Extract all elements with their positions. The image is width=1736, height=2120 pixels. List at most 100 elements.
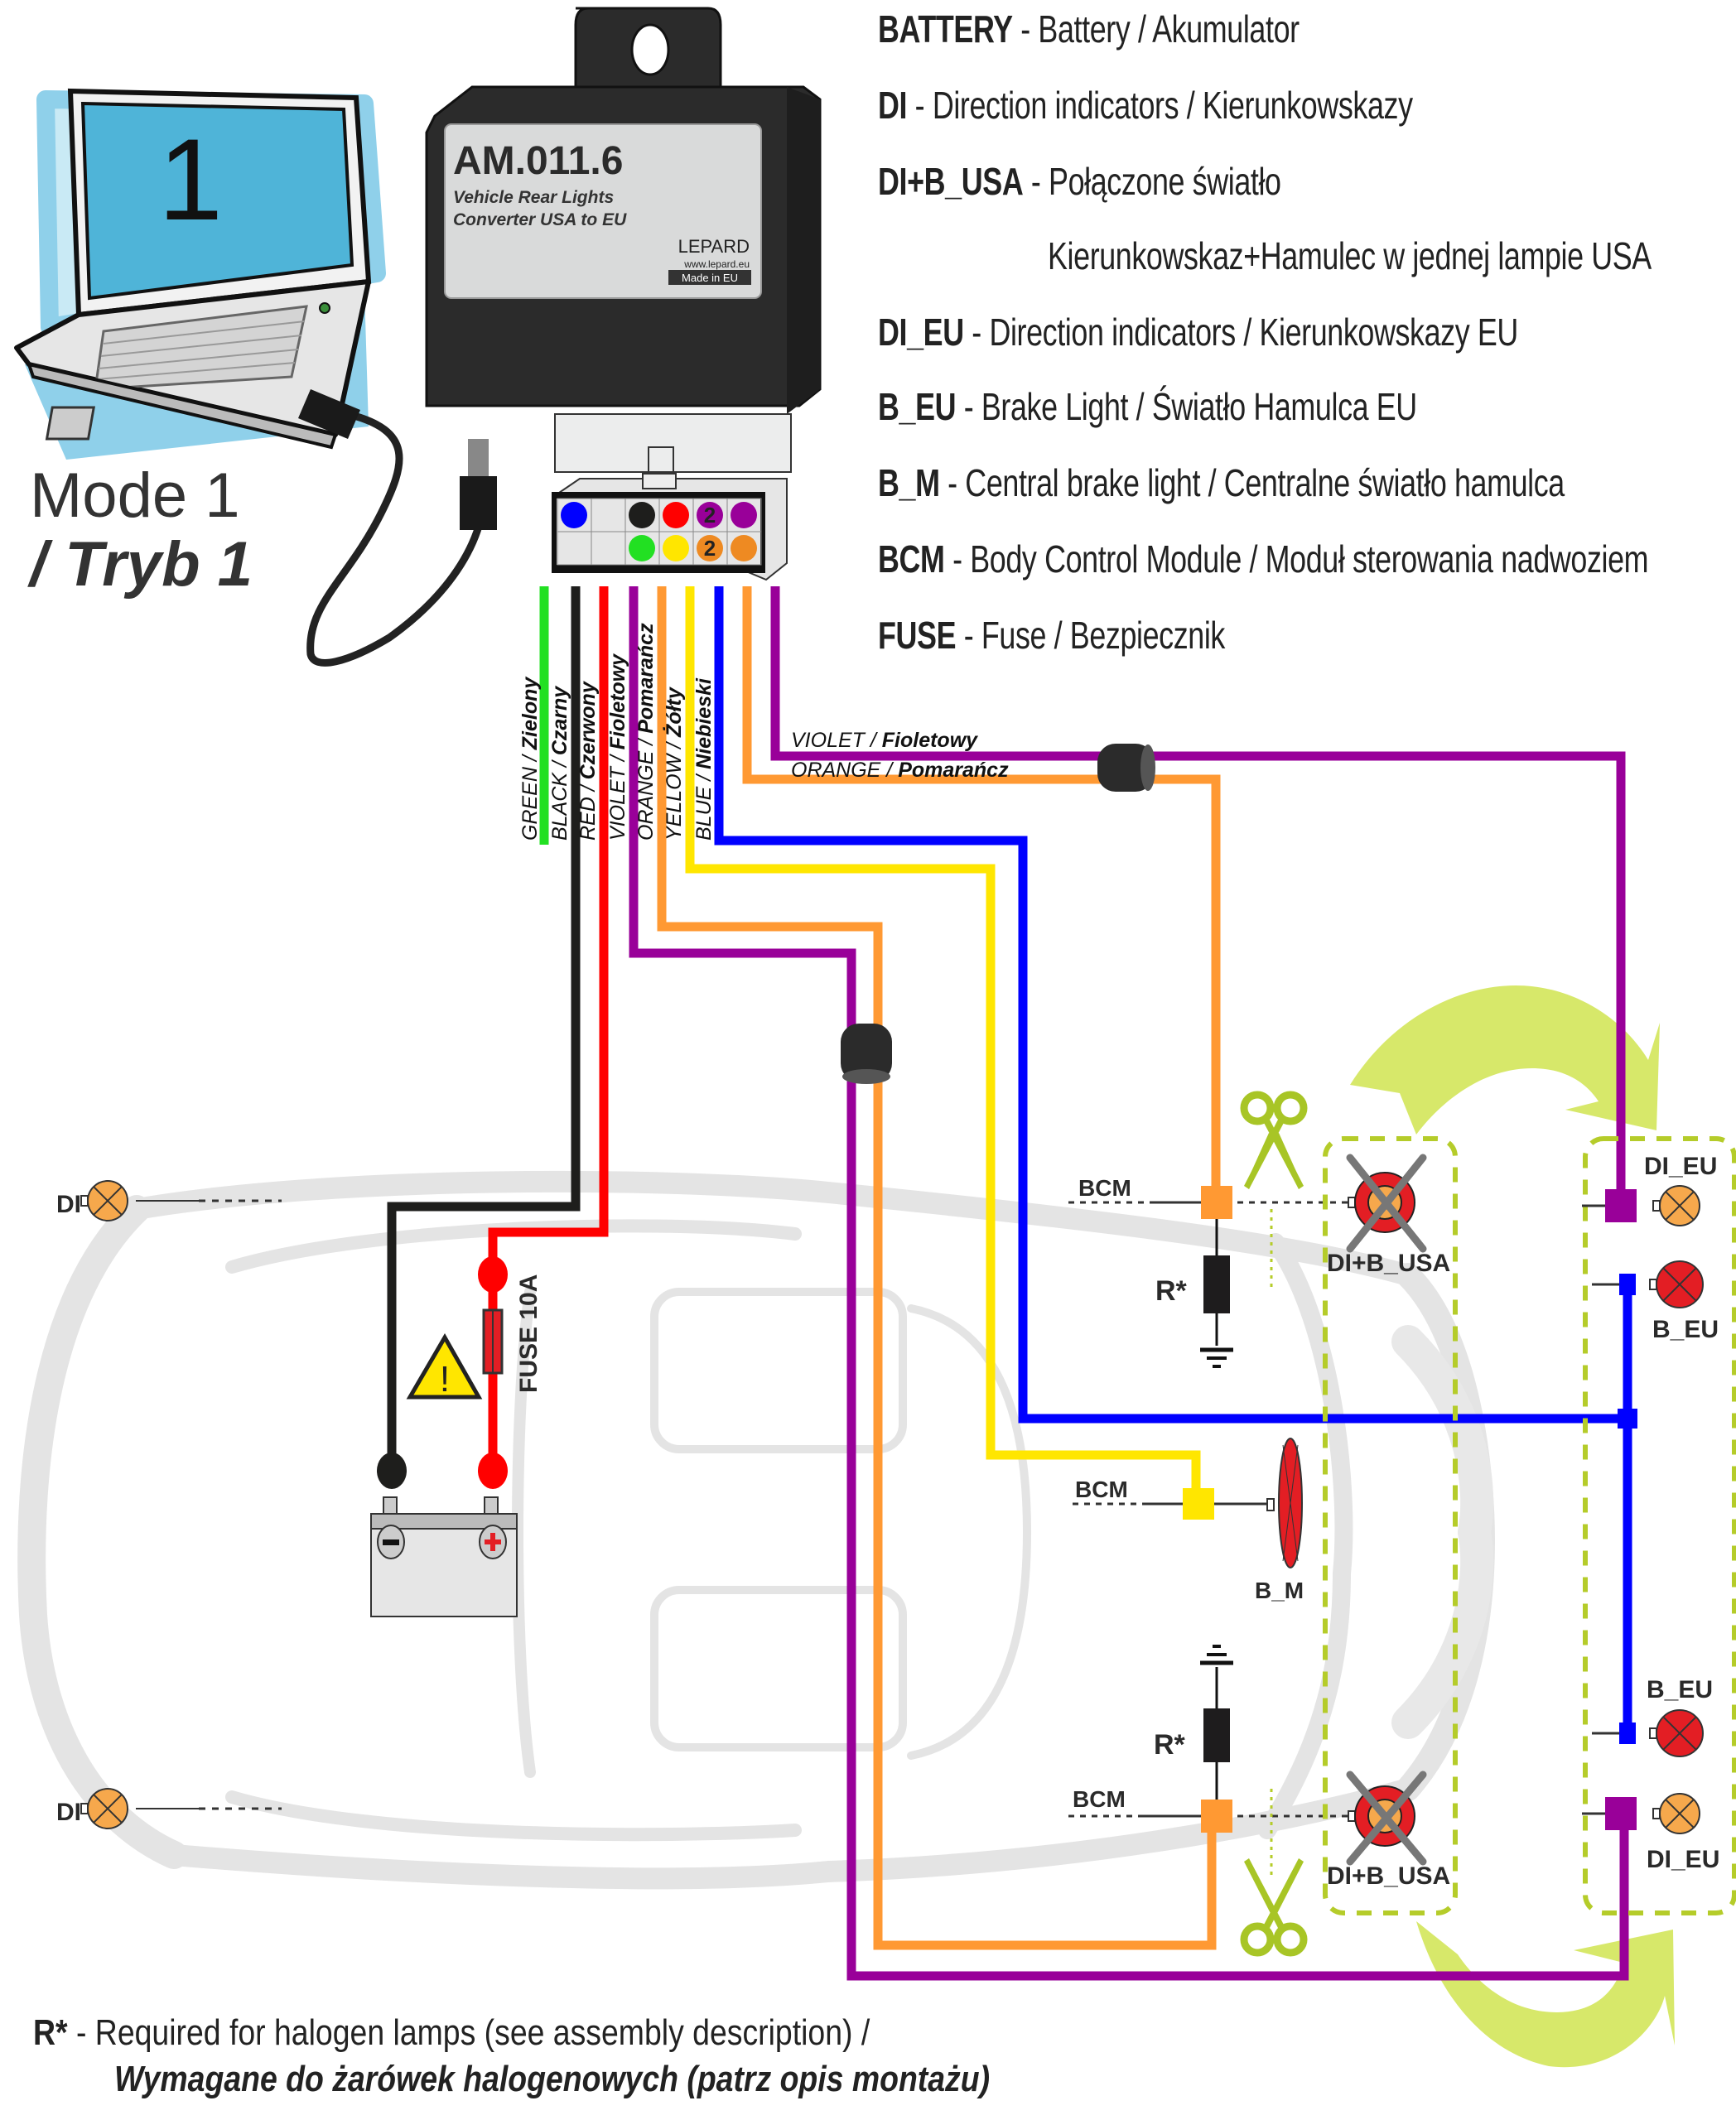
converter-module: AM.011.6 Vehicle Rear Lights Converter U… xyxy=(425,7,822,473)
wire-orange xyxy=(657,586,1217,1950)
violet-wire-label: VIOLET / Fioletowy xyxy=(791,729,978,752)
svg-text:BCM: BCM xyxy=(1075,1477,1128,1502)
connector-pin-violet xyxy=(731,502,757,528)
b-m-lamp xyxy=(1278,1438,1303,1568)
module-subtitle-1: Vehicle Rear Lights xyxy=(453,188,614,207)
swap-arrow-bottom xyxy=(1416,1921,1675,2068)
bcm-middle: BCM B_M xyxy=(1073,1438,1304,1603)
svg-text:DI: DI xyxy=(56,1799,81,1826)
di-lamp-front-top: DI xyxy=(56,1180,282,1221)
b-eu-lamp-lower: B_EU xyxy=(1592,1676,1713,1757)
di-lamp-front-bottom: DI xyxy=(56,1788,282,1829)
svg-text:DI_EU: DI_EU xyxy=(1647,1846,1719,1873)
legend-row: FUSE - Fuse / Bezpiecznik xyxy=(878,613,1225,658)
footnote-en: R* - Required for halogen lamps (see ass… xyxy=(33,2012,870,2053)
legend-key: BCM xyxy=(878,537,945,581)
legend-description: - Brake Light / Światło Hamulca EU xyxy=(956,385,1417,428)
legend-description: - Direction indicators / Kierunkowskazy xyxy=(907,84,1413,127)
svg-text:BCM: BCM xyxy=(1073,1786,1126,1812)
laptop-screen-number: 1 xyxy=(158,114,223,244)
wire-junctions xyxy=(1605,1189,1637,1830)
mode-label: Mode 1 / Tryb 1 xyxy=(30,460,253,600)
di-b-usa-lamp-lower: DI+B_USA xyxy=(1327,1771,1450,1890)
legend-row: BATTERY - Battery / Akumulator xyxy=(878,7,1300,51)
legend-key: DI_EU xyxy=(878,311,964,354)
legend-key: B_EU xyxy=(878,385,957,428)
wire-label: BLACK / Czarny xyxy=(548,686,571,841)
junction-blue-split xyxy=(1618,1409,1637,1429)
connector-pin-orange xyxy=(731,535,757,561)
legend-row: BCM - Body Control Module / Moduł sterow… xyxy=(878,537,1649,581)
connector-pin-blue xyxy=(561,502,587,528)
svg-text:BCM: BCM xyxy=(1078,1175,1131,1201)
module-model: AM.011.6 xyxy=(453,139,623,183)
wire-violet xyxy=(770,586,1626,1206)
connector-pins: 22 xyxy=(557,498,762,566)
wire-black xyxy=(387,586,581,1466)
wire-label: RED / Czerwony xyxy=(576,681,600,841)
junction-blue-lower xyxy=(1619,1722,1636,1744)
wire-label: YELLOW / Żółty xyxy=(663,687,686,841)
wire-connector: 22 xyxy=(552,473,788,581)
fuse-label: FUSE 10A xyxy=(515,1274,542,1393)
legend-row: B_EU - Brake Light / Światło Hamulca EU xyxy=(878,384,1417,429)
legend-key: B_M xyxy=(878,461,940,504)
svg-text:R*: R* xyxy=(1155,1275,1188,1307)
wire-label: ORANGE / Pomarańcz xyxy=(634,623,658,841)
legend-row: Kierunkowskaz+Hamulec w jednej lampie US… xyxy=(1048,234,1652,278)
legend-description: - Direction indicators / Kierunkowskazy … xyxy=(963,311,1518,354)
svg-text:R*: R* xyxy=(1154,1729,1186,1761)
car-outline xyxy=(17,1170,1496,1890)
scissors-icon-upper xyxy=(1240,1091,1308,1189)
battery-icon xyxy=(370,1256,518,1617)
legend-description: - Body Control Module / Moduł sterowania… xyxy=(944,537,1649,581)
eu-lamp-group-box xyxy=(1583,1136,1736,1915)
warning-icon: ! xyxy=(406,1332,483,1400)
svg-text:B_M: B_M xyxy=(1255,1578,1304,1603)
legend-description: Kierunkowskaz+Hamulec w jednej lampie US… xyxy=(1048,234,1652,277)
mode-title: Mode 1 xyxy=(30,460,240,531)
swap-arrow-top xyxy=(1350,985,1660,1135)
connector-pin-green xyxy=(629,535,655,561)
legend-key: FUSE xyxy=(878,614,957,657)
b-eu-lamp-upper: B_EU xyxy=(1592,1260,1719,1343)
module-brand: LEPARD xyxy=(678,236,750,257)
wire-orange xyxy=(742,586,1221,1202)
legend-row: DI+B_USA - Połączone światło xyxy=(878,159,1281,204)
legend-description: - Połączone światło xyxy=(1023,160,1281,203)
svg-text:B_EU: B_EU xyxy=(1652,1316,1719,1343)
footnote: R* - Required for halogen lamps (see ass… xyxy=(33,2012,1145,2100)
footnote-pl: Wymagane do żarówek halogenowych (patrz … xyxy=(114,2059,991,2099)
junction-violet-lower xyxy=(1605,1797,1637,1830)
pin-mark: 2 xyxy=(704,503,716,528)
connector-pin-orange-2 xyxy=(697,535,723,561)
laptop-icon: 1 xyxy=(14,88,386,460)
scissors-icon-lower xyxy=(1240,1858,1308,1957)
orange-wire-label: ORANGE / Pomarańcz xyxy=(791,759,1009,782)
legend-row: B_M - Central brake light / Centralne św… xyxy=(878,460,1565,505)
fuse-icon xyxy=(482,1308,504,1375)
connector-pin-black xyxy=(629,502,655,528)
legend-row: DI_EU - Direction indicators / Kierunkow… xyxy=(878,310,1518,354)
junction-blue-upper xyxy=(1619,1274,1636,1295)
di-eu-lamp-upper: DI_EU xyxy=(1582,1153,1717,1226)
usb-cable xyxy=(298,389,497,667)
legend-key: DI xyxy=(878,84,908,127)
wire-label: BLUE / Niebieski xyxy=(692,677,716,841)
svg-text:B_EU: B_EU xyxy=(1647,1676,1713,1703)
bcm-lower: BCM R* xyxy=(1068,1645,1350,1876)
wire-blue xyxy=(714,586,1632,1733)
svg-text:DI+B_USA: DI+B_USA xyxy=(1327,1250,1450,1277)
connector-pin-violet-2 xyxy=(697,502,723,528)
connector-pin-red xyxy=(663,502,689,528)
svg-text:DI: DI xyxy=(56,1191,81,1218)
legend-description: - Battery / Akumulator xyxy=(1012,7,1300,51)
connector-pin-yellow xyxy=(663,535,689,561)
svg-text:DI+B_USA: DI+B_USA xyxy=(1327,1862,1450,1890)
pin-mark: 2 xyxy=(704,536,716,561)
svg-text:DI_EU: DI_EU xyxy=(1644,1153,1717,1180)
di-eu-lamp-lower: DI_EU xyxy=(1582,1793,1719,1873)
bcm-upper: BCM R* xyxy=(1068,1175,1350,1368)
